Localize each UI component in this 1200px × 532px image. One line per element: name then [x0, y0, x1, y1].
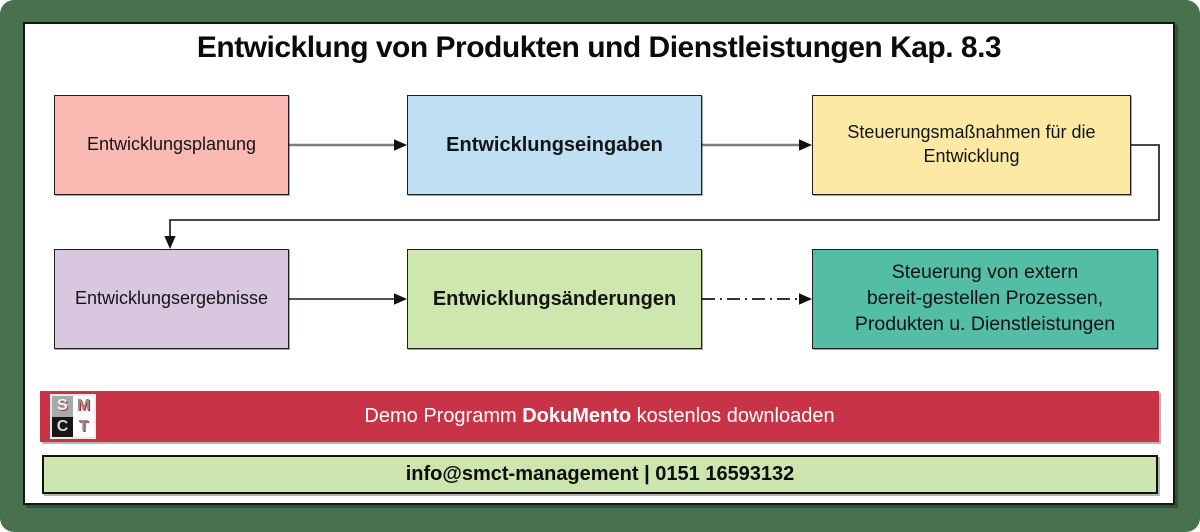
box-steuerung-extern: Steuerung von extern bereit-gestellen Pr…	[812, 249, 1158, 349]
promo-text: Demo Programm DokuMento kostenlos downlo…	[364, 405, 834, 428]
box-entwicklungsergebnisse: Entwicklungsergebnisse	[54, 249, 289, 349]
box-entwicklungseingaben: Entwicklungseingaben	[407, 95, 702, 195]
promo-text-suffix: kostenlos downloaden	[631, 405, 835, 427]
box-entwicklungsaenderungen: Entwicklungsänderungen	[407, 249, 702, 349]
smct-logo: S M C T	[50, 394, 96, 439]
arrowhead-aenderungen	[394, 293, 407, 305]
logo-letter-s: S	[52, 396, 73, 417]
promo-text-highlight: DokuMento	[522, 405, 632, 427]
logo-letter-c: C	[52, 416, 73, 437]
box-entwicklungsplanung: Entwicklungsplanung	[54, 95, 289, 195]
box-steuerungsmassnahmen: Steuerungsmaßnahmen für die Entwicklung	[812, 95, 1131, 195]
page-title: Entwicklung von Produkten und Dienstleis…	[196, 31, 1002, 64]
logo-letter-t: T	[73, 416, 94, 437]
promo-text-prefix: Demo Programm	[364, 405, 523, 427]
arrowhead-eingaben	[394, 139, 407, 151]
contact-banner: info@smct-management | 0151 16593132	[42, 455, 1158, 494]
arrowhead-ergebnisse	[164, 236, 176, 249]
arrowhead-extern	[799, 293, 812, 305]
diagram-panel: Entwicklung von Produkten und Dienstleis…	[23, 22, 1175, 505]
arrowhead-steuerung	[799, 139, 812, 151]
logo-letter-m: M	[73, 396, 94, 417]
promo-banner[interactable]: S M C T Demo Programm DokuMento kostenlo…	[40, 391, 1159, 442]
